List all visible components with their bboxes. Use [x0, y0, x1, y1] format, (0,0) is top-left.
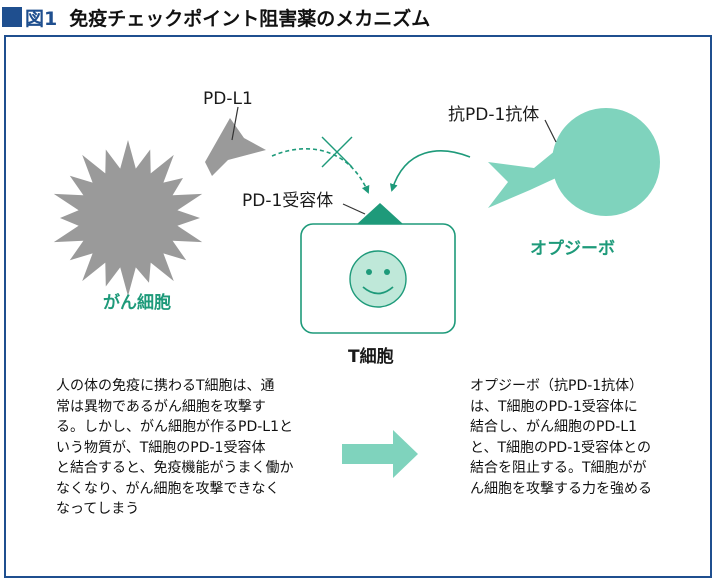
- blocked-binding-arrow: [271, 148, 370, 194]
- explanation-line: なってしまう: [56, 501, 140, 517]
- figure-title: 図1 免疫チェックポイント阻害薬のメカニズム: [0, 0, 718, 34]
- explanation-line: は、T細胞のPD-1受容体に: [470, 398, 638, 415]
- pd-l1-label: PD-L1: [203, 89, 253, 109]
- cancer-cell-shape: [53, 140, 203, 296]
- explanation-line: る。しかし、がん細胞が作るPD-L1と: [56, 419, 293, 435]
- explanation-line: オプジーボ（抗PD-1抗体）: [470, 378, 644, 394]
- explanation-line: 人の体の免疫に携わるT細胞は、通: [56, 378, 275, 394]
- receptor-label: PD-1受容体: [242, 191, 333, 211]
- explanation-right: オプジーボ（抗PD-1抗体） は、T細胞のPD-1受容体に結合し、がん細胞のPD-…: [470, 376, 652, 499]
- block-cross-icon: [321, 136, 353, 168]
- explanation-line: いう物質が、T細胞のPD-1受容体: [56, 439, 266, 456]
- receptor-pointer-line: [342, 203, 366, 215]
- smiley-face-icon: [349, 250, 407, 308]
- explanation-left: 人の体の免疫に携わるT細胞は、通常は異物であるがん細胞を攻撃する。しかし、がん細…: [56, 376, 293, 520]
- cancer-cell-label: がん細胞: [103, 292, 171, 313]
- explanation-line: 常は異物であるがん細胞を攻撃す: [56, 398, 266, 415]
- explanation-line: ん細胞を攻撃する力を強める: [470, 480, 652, 497]
- pd-l1-shape: [205, 118, 266, 176]
- explanation-line: なくなり、がん細胞を攻撃できなく: [56, 480, 280, 497]
- pd-l1-pointer-line: [231, 106, 239, 141]
- antibody-arm-shape: [488, 150, 556, 208]
- pd-1-receptor-shape: [357, 203, 403, 224]
- antibody-pointer-line: [544, 119, 557, 143]
- antibody-circle: [552, 108, 660, 216]
- figure-number: 図1: [25, 7, 58, 30]
- figure-title-text: 免疫チェックポイント阻害薬のメカニズム: [69, 7, 431, 30]
- title-square-icon: [2, 7, 22, 27]
- explanation-line: と、T細胞のPD-1受容体との: [470, 439, 652, 456]
- t-cell-label: T細胞: [348, 346, 394, 367]
- transition-arrow-icon: [342, 430, 418, 478]
- antibody-label: 抗PD-1抗体: [448, 105, 539, 125]
- explanation-line: と結合すると、免疫機能がうまく働か: [56, 460, 294, 476]
- antibody-binding-arrow: [389, 150, 471, 192]
- drug-label: オプジーボ: [530, 238, 615, 259]
- explanation-line: 結合を阻止する。T細胞がが: [470, 460, 647, 476]
- explanation-line: 結合し、がん細胞のPD-L1: [470, 419, 637, 435]
